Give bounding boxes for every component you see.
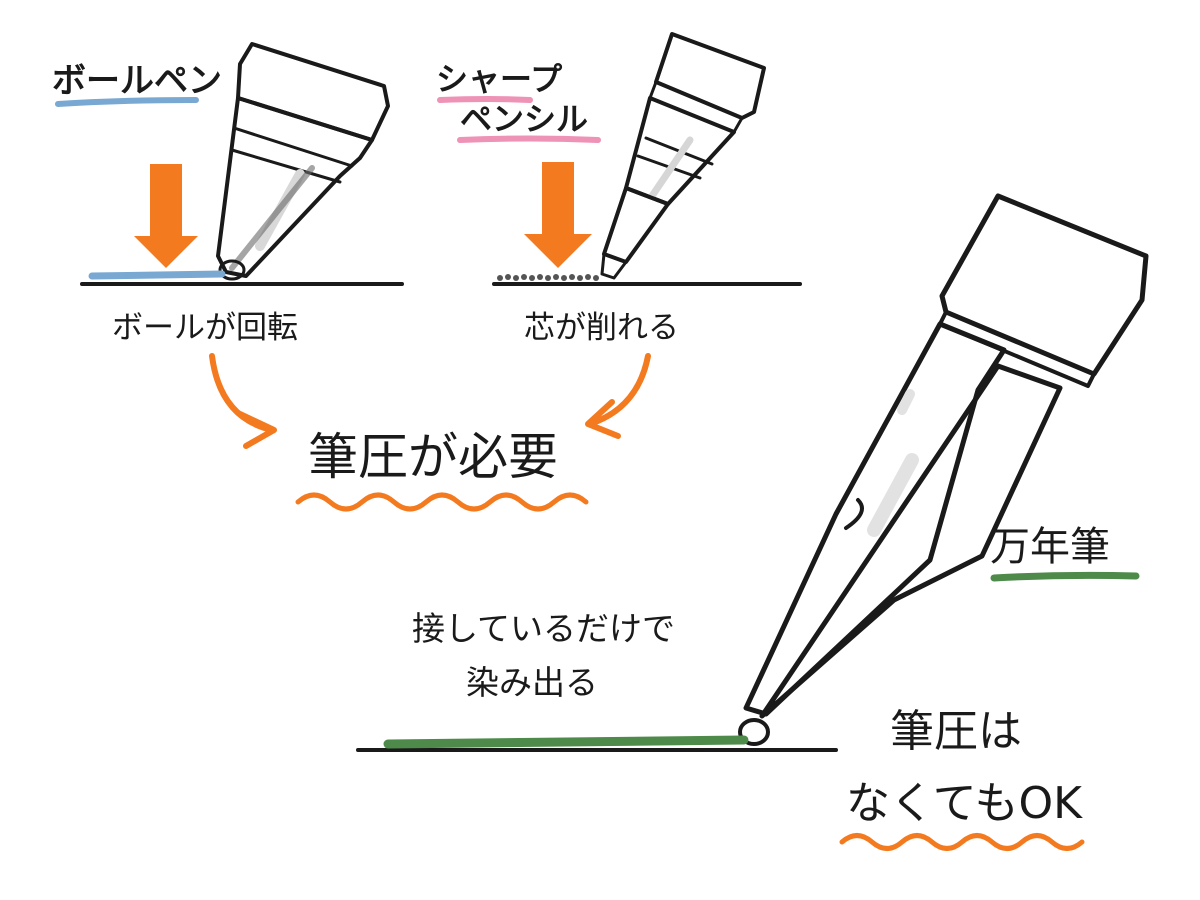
mechpencil-title-underline2	[457, 135, 601, 143]
fountain-ink-trail	[383, 735, 749, 749]
mechpencil-caption: 芯が削れる	[524, 310, 679, 346]
fountain-title-underline	[990, 571, 1140, 582]
fountain-section: 万年筆 接しているだけで 染み出る 筆圧は なくてもOK	[356, 193, 1149, 851]
pressure-needed-wavy-underline	[295, 492, 589, 512]
mechpencil-title-line2: ペンシル	[460, 100, 588, 138]
pressure-needed-text: 筆圧が必要	[308, 428, 558, 486]
pressure-summary: 筆圧が必要	[209, 353, 651, 512]
mechpencil-section: シャープ ペンシル	[436, 32, 802, 346]
ballpoint-pen-icon	[216, 42, 390, 281]
ballpoint-caption: ボールが回転	[112, 310, 298, 346]
contact-text-line1: 接しているだけで	[412, 609, 675, 648]
graphite-dust	[497, 274, 599, 281]
no-pressure-wavy-underline	[839, 833, 1085, 851]
contact-text-line2: 染み出る	[466, 663, 598, 702]
mechpencil-title-underline1	[437, 96, 533, 103]
right-curved-arrow-icon	[587, 353, 651, 427]
mechpencil-title-line1: シャープ	[436, 60, 563, 98]
mechpencil-down-arrow-icon	[524, 162, 592, 268]
fountain-pen-icon	[738, 193, 1149, 746]
ballpoint-down-arrow-icon	[134, 164, 198, 268]
ballpoint-section: ボールペン ボールが回転	[52, 42, 404, 346]
no-pressure-line2: なくてもOK	[846, 778, 1083, 829]
ballpoint-ink-trail	[88, 270, 226, 280]
mechanical-pencil-icon	[600, 32, 766, 280]
ballpoint-title: ボールペン	[52, 61, 222, 101]
ballpoint-title-underline	[55, 97, 199, 107]
left-curved-arrow-icon	[209, 353, 275, 433]
no-pressure-line1: 筆圧は	[890, 706, 1022, 757]
fountain-title: 万年筆	[990, 524, 1110, 570]
